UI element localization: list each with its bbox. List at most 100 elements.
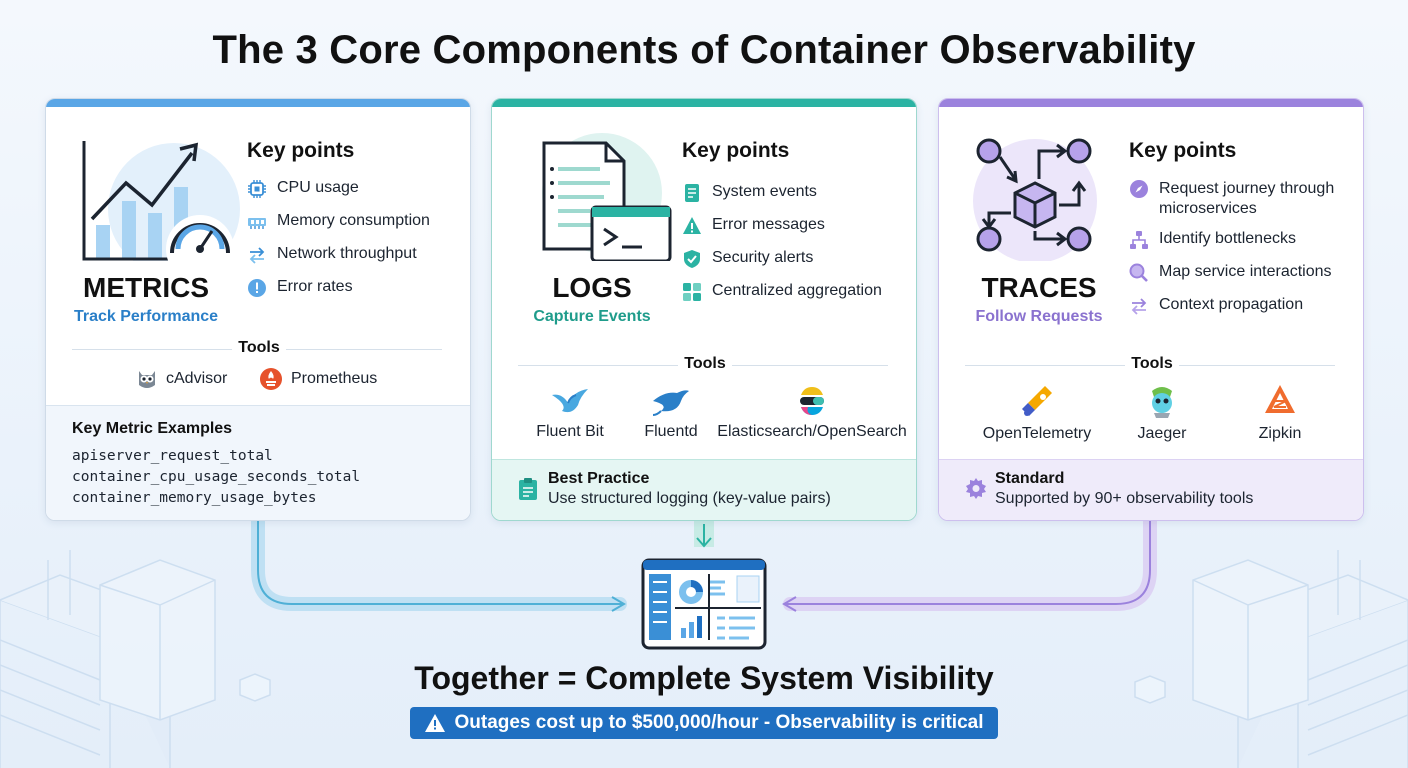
metrics-tools-label: Tools — [238, 339, 280, 356]
compass-icon — [1130, 180, 1148, 198]
arrows-icon — [249, 247, 265, 264]
metrics-key-points: CPU usage Memory consumption Network thr… — [247, 179, 467, 311]
tools-divider-right — [286, 349, 442, 350]
key-point-label: CPU usage — [277, 179, 359, 196]
warning-icon — [425, 714, 446, 732]
hierarchy-icon — [1130, 231, 1148, 249]
tool-label: Fluent Bit — [536, 423, 604, 440]
standard-title: Standard — [995, 470, 1065, 487]
best-practice-text: Use structured logging (key-value pairs) — [548, 490, 831, 507]
tool-jaeger: Jaeger — [1115, 383, 1209, 443]
key-point-label: Memory consumption — [277, 212, 430, 229]
key-point-label: Request journey through microservices — [1159, 180, 1335, 217]
telescope-icon — [1022, 386, 1052, 416]
tool-zipkin: Zipkin — [1235, 383, 1325, 443]
dashboard-icon — [641, 558, 767, 650]
logs-tools-label: Tools — [684, 355, 726, 372]
key-point-request-journey: Request journey through microservices — [1129, 179, 1359, 230]
key-point-service-interactions: Map service interactions — [1129, 263, 1359, 296]
tool-label: Prometheus — [291, 370, 378, 387]
owl-icon — [139, 371, 155, 388]
best-practice-panel: Best Practice Use structured logging (ke… — [492, 459, 916, 520]
key-point-errors: Error rates — [247, 278, 467, 311]
search-icon — [1129, 263, 1148, 282]
tools-divider-left — [72, 349, 232, 350]
key-metric-examples-title: Key Metric Examples — [72, 420, 233, 437]
standard-text: Supported by 90+ observability tools — [995, 490, 1254, 507]
key-point-context-propagation: Context propagation — [1129, 296, 1359, 329]
warning-text: Outages cost up to $500,000/hour - Obser… — [454, 712, 984, 733]
key-metric-examples-panel: Key Metric Examples apiserver_request_to… — [46, 405, 470, 520]
key-point-label: Centralized aggregation — [712, 282, 882, 299]
together-heading: Together = Complete System Visibility — [414, 660, 994, 696]
logs-key-points: System events Error messages Security al… — [682, 183, 902, 315]
tools-divider-left — [965, 365, 1125, 366]
tool-cadvisor: cAdvisor — [136, 367, 227, 391]
metric-example: apiserver_request_total — [72, 448, 273, 464]
alert-circle-icon — [248, 279, 266, 297]
tool-label: Jaeger — [1137, 425, 1187, 442]
prometheus-icon — [260, 368, 282, 390]
tool-fluentd: Fluentd — [626, 385, 716, 441]
zipkin-icon — [1265, 385, 1295, 413]
cpu-icon — [248, 180, 266, 198]
tool-opentelemetry: OpenTelemetry — [971, 383, 1103, 443]
fluent-bit-bird-icon — [552, 389, 588, 413]
metrics-subtitle: Track Performance — [73, 308, 219, 325]
key-point-cpu: CPU usage — [247, 179, 467, 212]
key-point-bottlenecks: Identify bottlenecks — [1129, 230, 1359, 263]
key-point-label: Identify bottlenecks — [1159, 230, 1296, 247]
metrics-accent-bar — [46, 99, 470, 107]
tool-fluent-bit: Fluent Bit — [522, 385, 618, 441]
key-metric-examples-list: apiserver_request_total container_cpu_us… — [72, 446, 360, 509]
key-point-label: Network throughput — [277, 245, 417, 262]
tool-label: cAdvisor — [166, 370, 228, 387]
key-point-aggregation: Centralized aggregation — [682, 282, 902, 315]
tool-label: Zipkin — [1258, 425, 1302, 442]
swap-arrows-icon — [1131, 298, 1147, 315]
traces-accent-bar — [939, 99, 1363, 107]
tool-label: Elasticsearch/OpenSearch — [717, 423, 907, 440]
metric-example: container_cpu_usage_seconds_total — [72, 469, 361, 485]
key-point-label: Context propagation — [1159, 296, 1304, 313]
traces-key-points-title: Key points — [1129, 139, 1237, 162]
metric-example: container_memory_usage_bytes — [72, 490, 317, 506]
elastic-icon — [800, 387, 824, 415]
memory-icon — [248, 218, 266, 229]
warning-banner: Outages cost up to $500,000/hour - Obser… — [410, 707, 998, 739]
traces-key-points: Request journey through microservices Id… — [1129, 179, 1359, 329]
grid-icon — [683, 283, 701, 301]
tool-elasticsearch: Elasticsearch/OpenSearch — [712, 385, 912, 441]
tool-label: OpenTelemetry — [982, 425, 1092, 442]
traces-title: TRACES — [981, 272, 1097, 303]
logs-subtitle: Capture Events — [533, 308, 651, 325]
document-terminal-icon — [520, 131, 690, 263]
tools-divider-left — [518, 365, 678, 366]
logs-card: LOGS Capture Events Key points System ev… — [491, 98, 917, 521]
warning-icon — [683, 217, 701, 234]
key-point-label: Map service interactions — [1159, 263, 1332, 280]
key-point-error-messages: Error messages — [682, 216, 902, 249]
key-point-network: Network throughput — [247, 245, 467, 278]
gear-icon — [966, 478, 986, 499]
list-doc-icon — [685, 184, 699, 202]
standard-panel: Standard Supported by 90+ observability … — [939, 459, 1363, 520]
best-practice-title: Best Practice — [548, 470, 650, 487]
tools-divider-right — [1179, 365, 1335, 366]
key-point-label: Error rates — [277, 278, 353, 295]
fluentd-bird-icon — [652, 390, 689, 416]
metrics-card: METRICS Track Performance Key points CPU… — [45, 98, 471, 521]
key-point-security-alerts: Security alerts — [682, 249, 902, 282]
key-point-label: Security alerts — [712, 249, 814, 266]
metrics-key-points-title: Key points — [247, 139, 355, 162]
metrics-title: METRICS — [83, 272, 209, 303]
network-cube-icon — [967, 131, 1137, 263]
key-point-label: Error messages — [712, 216, 825, 233]
key-point-memory: Memory consumption — [247, 212, 467, 245]
traces-tools-label: Tools — [1131, 355, 1173, 372]
traces-card: TRACES Follow Requests Key points Reques… — [938, 98, 1364, 521]
tool-prometheus: Prometheus — [259, 367, 377, 391]
tool-label: Fluentd — [644, 423, 698, 440]
